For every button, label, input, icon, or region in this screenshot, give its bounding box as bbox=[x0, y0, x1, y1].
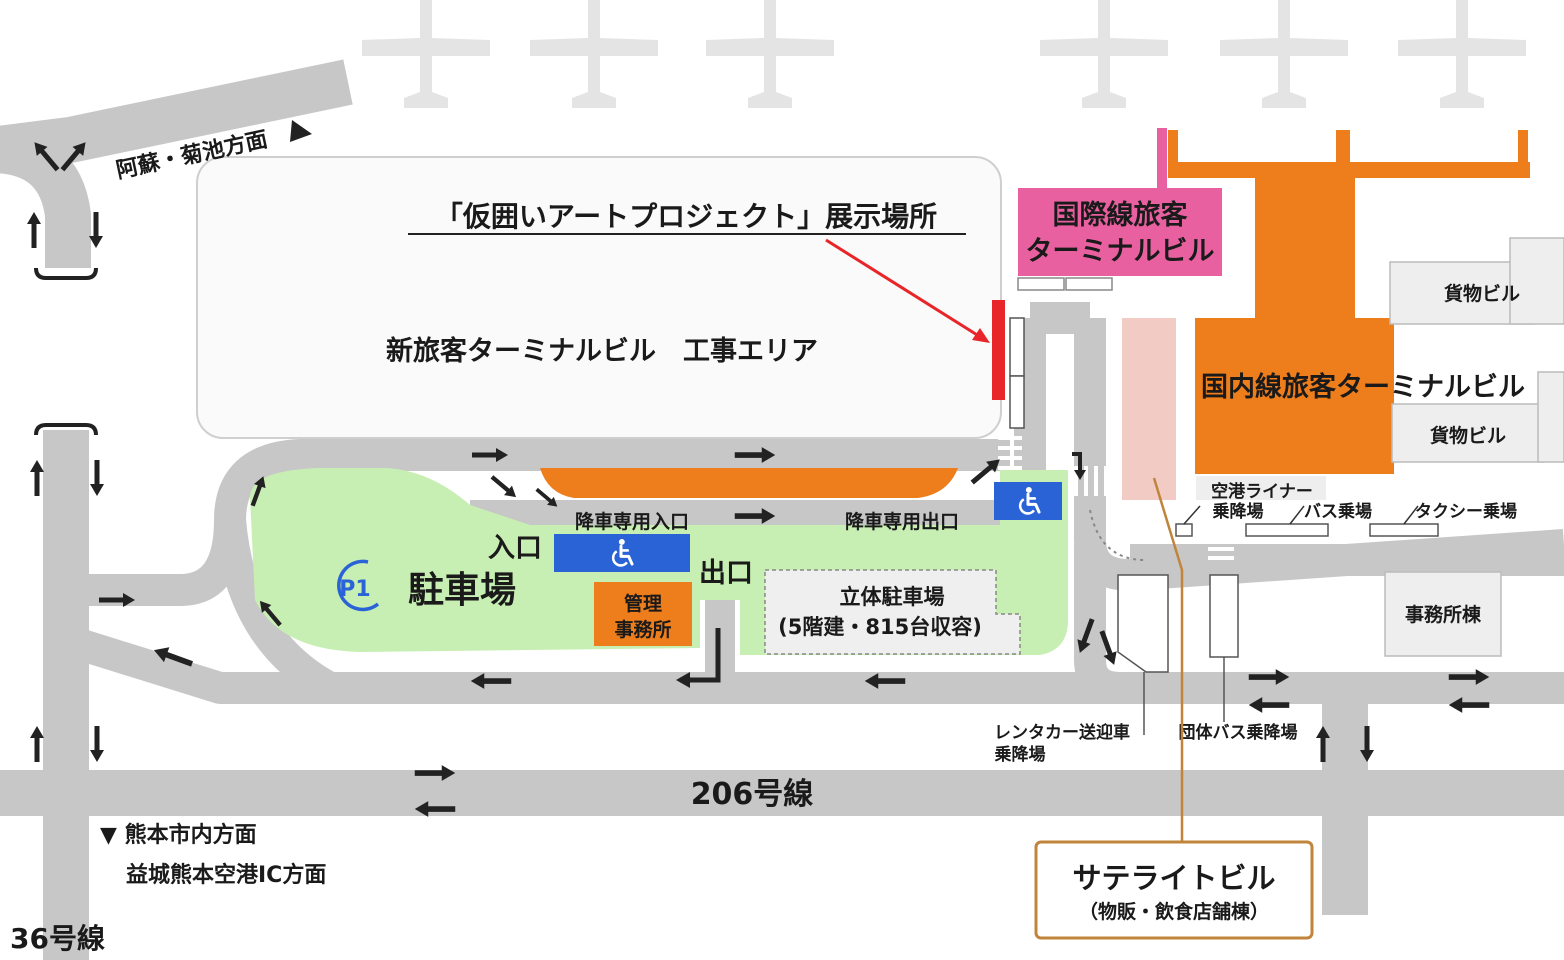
intl-terminal-label-1: 国際線旅客 bbox=[1053, 199, 1189, 231]
route-36-label: 36号線 bbox=[10, 922, 105, 955]
parking-garage bbox=[764, 569, 1021, 655]
dropoff-entrance-label: 降車専用入口 bbox=[575, 510, 689, 533]
satellite-pointer-line bbox=[1152, 477, 1184, 842]
aso-road-cap bbox=[34, 267, 98, 280]
cargo-building-2 bbox=[1391, 403, 1545, 463]
bus-stop-label: バス乗場 bbox=[1304, 502, 1372, 522]
office-building bbox=[1384, 571, 1502, 657]
svg-text:P1: P1 bbox=[339, 577, 370, 602]
management-label-2: 事務所 bbox=[614, 618, 671, 641]
p1-parking-icon: P1 bbox=[337, 559, 380, 612]
intl-terminal-building bbox=[1018, 188, 1222, 276]
cargo-building-1 bbox=[1389, 261, 1533, 325]
garage-label: 立体駐車場 bbox=[840, 585, 945, 609]
group-bus-label: 団体バス乗降場 bbox=[1179, 722, 1298, 743]
crosswalks bbox=[998, 436, 1234, 560]
route-206-label: 206号線 bbox=[691, 777, 814, 812]
terminal-pedestrian-area bbox=[1122, 318, 1176, 500]
satellite-sublabel: （物販・飲食店舗棟） bbox=[1079, 900, 1269, 923]
aso-direction-triangle bbox=[290, 120, 312, 142]
satellite-building-callout bbox=[1034, 840, 1314, 940]
terminal-turn-arrow bbox=[1072, 452, 1082, 470]
construction-area-label: 新旅客ターミナルビル 工事エリア bbox=[386, 335, 818, 367]
office-building-label: 事務所棟 bbox=[1405, 603, 1482, 626]
parking-label: 駐車場 bbox=[408, 570, 516, 611]
taxi-stop-label: タクシー乗場 bbox=[1415, 502, 1517, 522]
intl-terminal-connector bbox=[1157, 128, 1167, 190]
rental-car-label: レンタカー送迎車 bbox=[994, 722, 1130, 743]
garage-sublabel: (5階建・815台収容) bbox=[778, 615, 982, 639]
airport-liner-label-2: 乗降場 bbox=[1212, 501, 1264, 522]
construction-area bbox=[196, 156, 1002, 439]
art-display-location-marker bbox=[992, 300, 1005, 400]
cargo-building-2-label: 貨物ビル bbox=[1430, 424, 1506, 447]
airplane-icon bbox=[362, 0, 1526, 108]
cargo-building-1-label: 貨物ビル bbox=[1444, 282, 1520, 305]
domestic-terminal-building bbox=[1168, 130, 1530, 474]
road-network bbox=[0, 59, 1564, 960]
route36-top-cap bbox=[34, 423, 98, 436]
management-office bbox=[594, 582, 692, 646]
airport-liner-label: 空港ライナー bbox=[1211, 481, 1313, 502]
intl-terminal-label-2: ターミナルビル bbox=[1026, 236, 1215, 267]
exit-turn-arrow bbox=[680, 628, 721, 683]
exit-label: 出口 bbox=[699, 558, 753, 589]
rental-car-label-2: 乗降場 bbox=[994, 744, 1046, 765]
art-pointer-line bbox=[825, 238, 983, 340]
entrance-label: 入口 bbox=[488, 533, 542, 564]
satellite-label: サテライトビル bbox=[1072, 861, 1275, 895]
art-project-title: 「仮囲いアートプロジェクト」展示場所 bbox=[435, 200, 937, 233]
mashiki-ic-label: 益城熊本空港IC方面 bbox=[126, 862, 326, 888]
drop-off-curb bbox=[540, 468, 958, 498]
kumamoto-city-label: ▼ 熊本市内方面 bbox=[100, 822, 257, 848]
management-label: 管理 bbox=[624, 592, 662, 615]
dropoff-exit-label: 降車専用出口 bbox=[845, 510, 959, 533]
domestic-terminal-label: 国内線旅客ターミナルビル bbox=[1201, 371, 1525, 403]
